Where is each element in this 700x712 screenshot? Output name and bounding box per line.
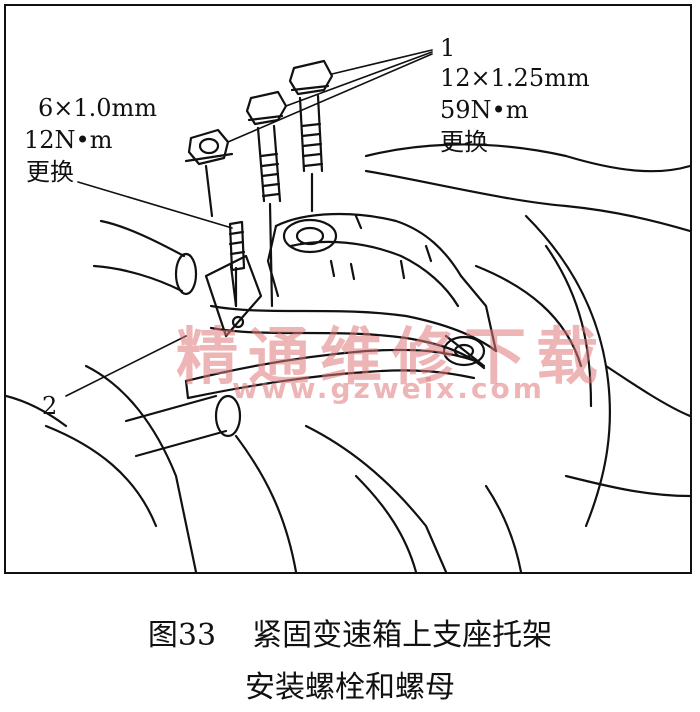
callout-2-number: 2 — [42, 392, 58, 420]
callout-2-note: 更换 — [26, 158, 74, 186]
callout-1-spec: 12×1.25mm — [440, 64, 590, 92]
transmission-mount-illustration — [6, 49, 690, 572]
stud-bolt — [228, 220, 246, 308]
diagram-frame: 1 12×1.25mm 59N•m 更换 6×1.0mm 12N•m 更换 2 … — [4, 4, 692, 574]
flange-nut — [184, 128, 234, 218]
watermark-site-name: 精通维修下载 — [176, 320, 609, 393]
callout-1-torque: 59N•m — [440, 96, 529, 124]
bolt-rear — [288, 59, 334, 213]
mount-bracket — [184, 212, 498, 400]
bolt-front — [245, 90, 288, 308]
leader-lines — [65, 49, 433, 397]
watermark-url: www.gzweix.com — [232, 372, 545, 405]
figure-number: 图33 — [147, 618, 217, 653]
engine-outline — [6, 143, 690, 572]
callout-2-torque: 12N•m — [24, 126, 113, 154]
figure-caption-line-1: 图33 紧固变速箱上支座托架 — [0, 610, 700, 654]
coolant-hose — [92, 219, 242, 458]
figure-caption-line-2: 安装螺栓和螺母 — [245, 670, 455, 705]
callout-1-number: 1 — [440, 34, 456, 62]
caption-title: 紧固变速箱上支座托架 — [252, 618, 553, 653]
callout-1-note: 更换 — [440, 128, 488, 156]
callout-2-spec: 6×1.0mm — [38, 94, 158, 122]
